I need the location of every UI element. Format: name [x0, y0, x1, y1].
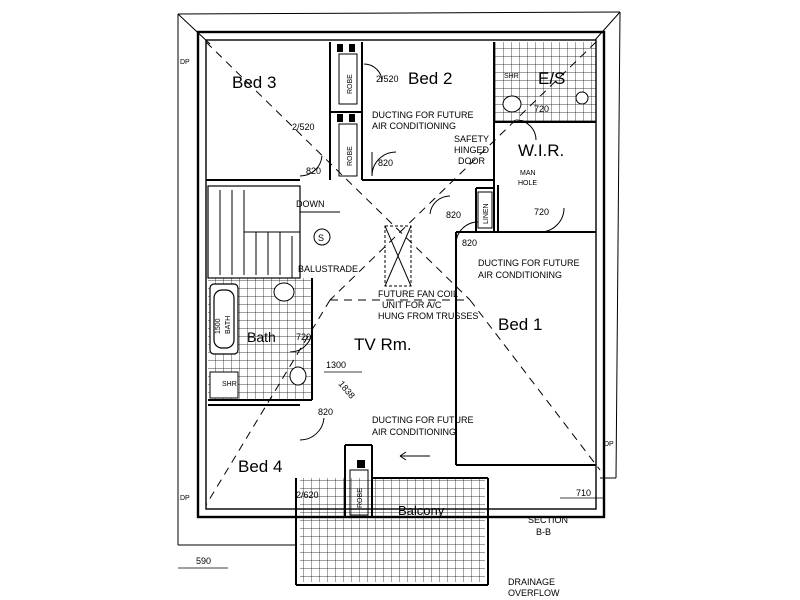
stair-treads	[219, 190, 300, 278]
note-safety-2: HINGED	[454, 145, 490, 155]
fixtures	[209, 91, 589, 399]
smoke-detector-icon	[313, 228, 331, 246]
internal-walls	[206, 42, 596, 586]
external-walls	[196, 30, 606, 519]
robe-frames	[338, 53, 493, 516]
room-wir: W.I.R.	[518, 141, 564, 160]
room-bed1: Bed 1	[498, 315, 542, 334]
note-fan-2: UNIT FOR A/C	[382, 300, 442, 310]
dim-bed2-door: 2/520	[376, 74, 399, 84]
note-safety-3: DOOR	[458, 156, 486, 166]
dim-590: 590	[196, 556, 211, 566]
dim-bed3-door: 2/520	[292, 122, 315, 132]
note-ducting-bed2-1: DUCTING FOR FUTURE	[372, 110, 474, 120]
note-drainage-2: OVERFLOW	[508, 588, 560, 598]
note-balustrade: BALUSTRADE	[298, 264, 358, 274]
note-down: DOWN	[296, 199, 325, 209]
balcony-tiles	[300, 478, 485, 582]
dim-820-4: 820	[462, 238, 477, 248]
room-bath: Bath	[247, 329, 276, 345]
note-ducting-tv-1: DUCTING FOR FUTURE	[372, 415, 474, 425]
room-balcony: Balcony	[398, 503, 445, 518]
note-bath-size: 1500	[215, 318, 222, 334]
note-bath-label: BATH	[225, 316, 232, 334]
door-swings	[289, 63, 565, 441]
room-es: E/S	[538, 69, 565, 88]
room-bed4: Bed 4	[238, 457, 282, 476]
note-drainage-1: DRAINAGE	[508, 577, 555, 587]
note-shr-es: SHR	[504, 73, 519, 80]
note-fan-1: FUTURE FAN COIL	[378, 289, 458, 299]
room-tv: TV Rm.	[354, 335, 412, 354]
dim-720-1: 720	[534, 104, 549, 114]
note-linen: LINEN	[483, 203, 490, 224]
note-shr-bath: SHR	[222, 381, 237, 388]
note-safety-1: SAFETY	[454, 134, 489, 144]
dim-820-2: 820	[306, 166, 321, 176]
note-fan-3: HUNG FROM TRUSSES	[378, 311, 478, 321]
arrows	[300, 211, 430, 461]
note-dp-1: DP	[180, 59, 190, 66]
hip-lines	[205, 41, 601, 506]
note-section-1: SECTION	[528, 515, 568, 525]
dim-820-1: 820	[378, 158, 393, 168]
dimension-lines	[178, 371, 604, 569]
note-robe-2: ROBE	[347, 146, 354, 166]
note-robe-1: ROBE	[347, 74, 354, 94]
note-section-2: B-B	[536, 527, 551, 537]
note-ducting-bed1-1: DUCTING FOR FUTURE	[478, 258, 580, 268]
dim-1300: 1300	[326, 360, 346, 370]
note-dp-2: DP	[604, 441, 614, 448]
note-robe-3: ROBE	[357, 488, 364, 508]
note-smoke: S	[318, 233, 324, 243]
dim-720-2: 720	[534, 207, 549, 217]
note-ducting-bed2-2: AIR CONDITIONING	[372, 121, 456, 131]
dim-710: 710	[576, 488, 591, 498]
note-dp-3: DP	[180, 495, 190, 502]
note-manhole-1: MAN	[520, 170, 536, 177]
dim-720-3: 720	[296, 332, 311, 342]
dim-820-5: 820	[318, 407, 333, 417]
note-ducting-bed1-2: AIR CONDITIONING	[478, 270, 562, 280]
bath-tub	[209, 283, 239, 355]
dim-620: 2/620	[296, 490, 319, 500]
note-ducting-tv-2: AIR CONDITIONING	[372, 427, 456, 437]
room-bed2: Bed 2	[408, 69, 452, 88]
dim-1838: 1838	[336, 379, 357, 401]
robe-bars	[337, 44, 365, 468]
room-bed3: Bed 3	[232, 73, 276, 92]
dim-820-3: 820	[446, 210, 461, 220]
note-manhole-2: HOLE	[518, 180, 537, 187]
roof-outline	[177, 11, 621, 546]
